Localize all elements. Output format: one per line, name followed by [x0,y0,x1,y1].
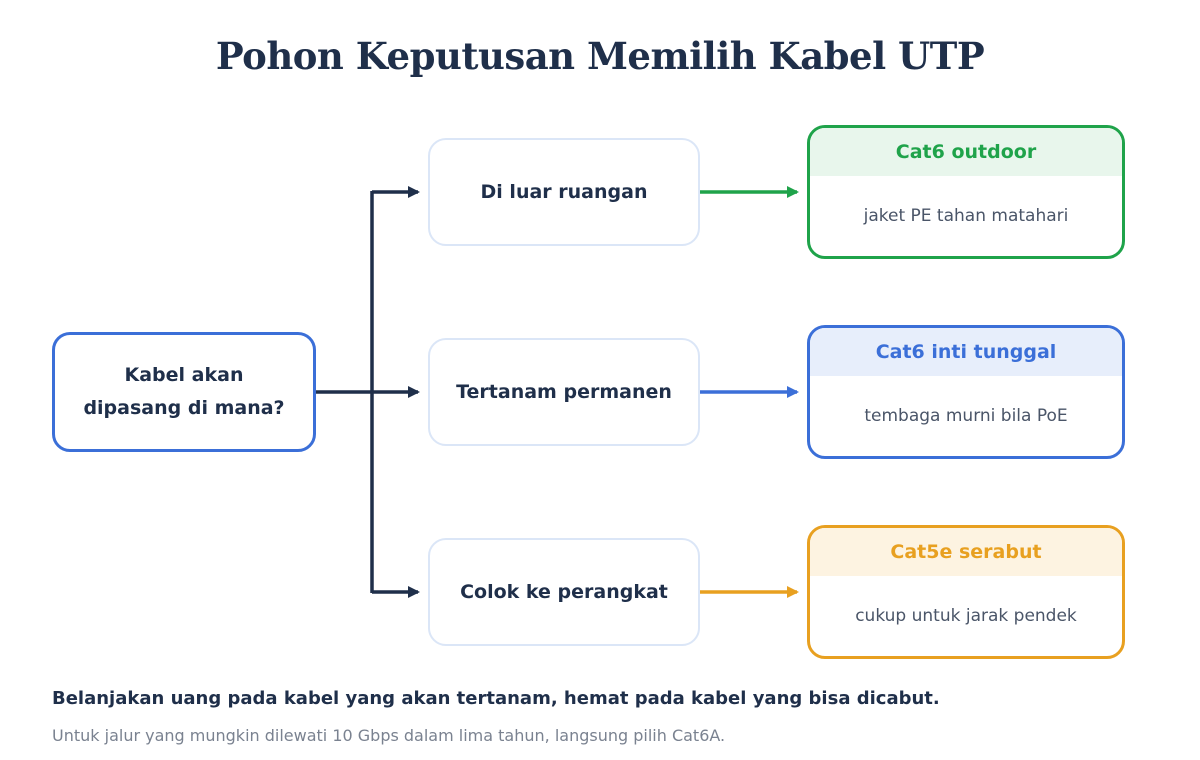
footer-main-note: Belanjakan uang pada kabel yang akan ter… [52,688,940,709]
condition-node-outdoor: Di luar ruangan [428,138,700,246]
result-description: tembaga murni bila PoE [864,406,1068,426]
condition-node-permanent: Tertanam permanen [428,338,700,446]
root-question-line2: dipasang di mana? [83,397,285,419]
condition-node-plug: Colok ke perangkat [428,538,700,646]
result-node-cat5e-stranded: Cat5e serabut cukup untuk jarak pendek [807,525,1125,659]
result-title: Cat5e serabut [810,528,1122,576]
condition-label: Colok ke perangkat [460,581,668,603]
result-description: jaket PE tahan matahari [863,206,1069,226]
root-question-line1: Kabel akan [124,364,244,386]
condition-label: Di luar ruangan [480,181,648,203]
result-title: Cat6 outdoor [810,128,1122,176]
result-node-cat6-outdoor: Cat6 outdoor jaket PE tahan matahari [807,125,1125,259]
root-question-node: Kabel akan dipasang di mana? [52,332,316,452]
result-title: Cat6 inti tunggal [810,328,1122,376]
diagram-title: Pohon Keputusan Memilih Kabel UTP [215,34,985,78]
condition-label: Tertanam permanen [456,381,672,403]
footer-sub-note: Untuk jalur yang mungkin dilewati 10 Gbp… [52,726,726,745]
result-description: cukup untuk jarak pendek [855,606,1077,626]
result-node-cat6-solid: Cat6 inti tunggal tembaga murni bila PoE [807,325,1125,459]
